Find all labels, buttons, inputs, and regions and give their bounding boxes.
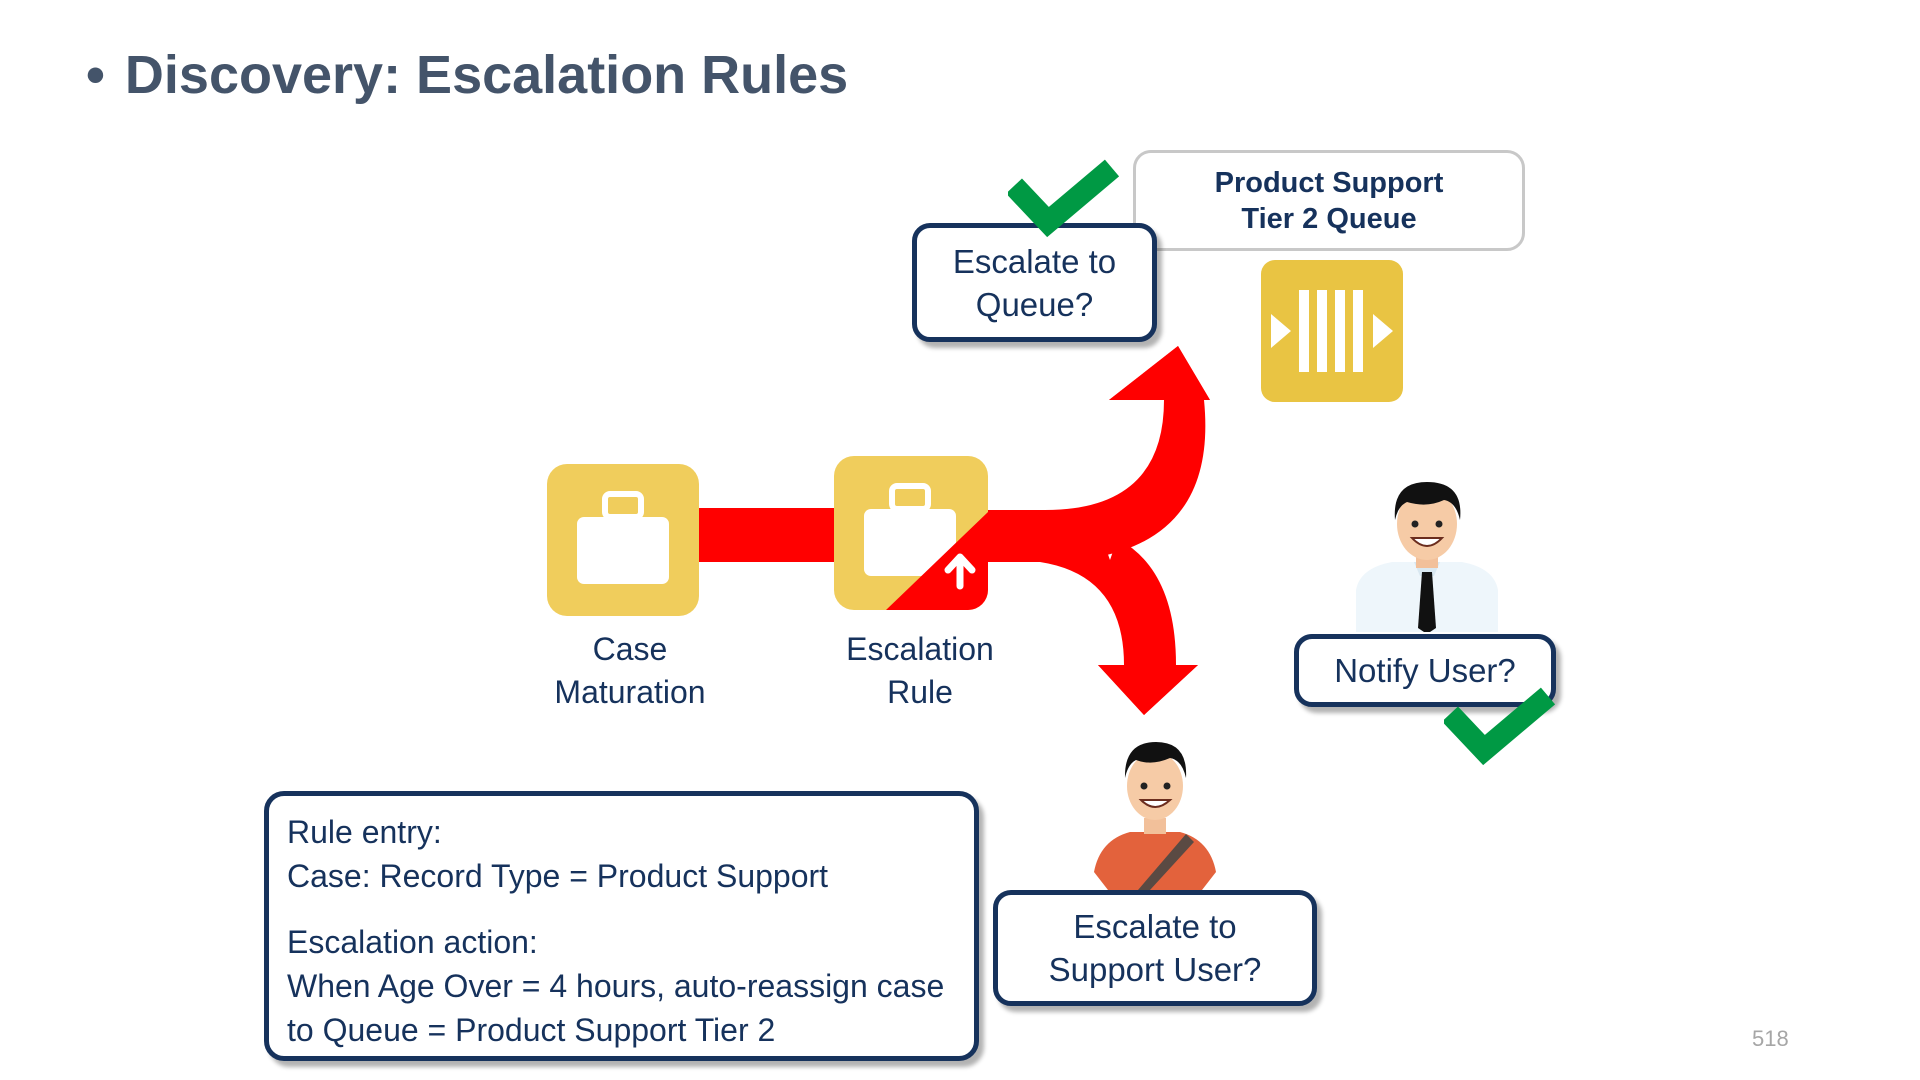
escalation-action-heading: Escalation action: (287, 924, 538, 960)
queue-label: Product Support Tier 2 Queue (1133, 150, 1525, 251)
checkmark-icon (1008, 159, 1120, 238)
rule-entry-heading: Rule entry: (287, 814, 442, 850)
briefcase-icon (547, 464, 699, 616)
escalation-action-detail-1: When Age Over = 4 hours, auto-reassign c… (287, 968, 945, 1004)
title-text: Discovery: Escalation Rules (124, 45, 849, 105)
notify-user-box: Notify User? (1294, 634, 1556, 707)
queue-icon (1261, 260, 1403, 402)
escalate-queue-box: Escalate to Queue? (912, 223, 1157, 342)
flow-connector (695, 508, 845, 562)
escalation-rule-label: Escalation Rule (846, 631, 994, 710)
case-maturation-label: Case Maturation (554, 631, 706, 710)
checkmark-icon (1444, 687, 1556, 766)
page-title: • Discovery: Escalation Rules (86, 44, 848, 106)
rule-details-box: Rule entry: Case: Record Type = Product … (264, 791, 979, 1061)
title-bullet: • (86, 45, 105, 105)
escalate-support-user-box: Escalate to Support User? (993, 890, 1317, 1006)
business-user-avatar (1356, 482, 1498, 632)
escalation-action-detail-2: to Queue = Product Support Tier 2 (287, 1012, 776, 1048)
support-user-avatar (1094, 742, 1216, 890)
briefcase-escalate-icon (834, 456, 988, 610)
page-number: 518 (1752, 1026, 1789, 1051)
rule-entry-criteria: Case: Record Type = Product Support (287, 858, 829, 894)
